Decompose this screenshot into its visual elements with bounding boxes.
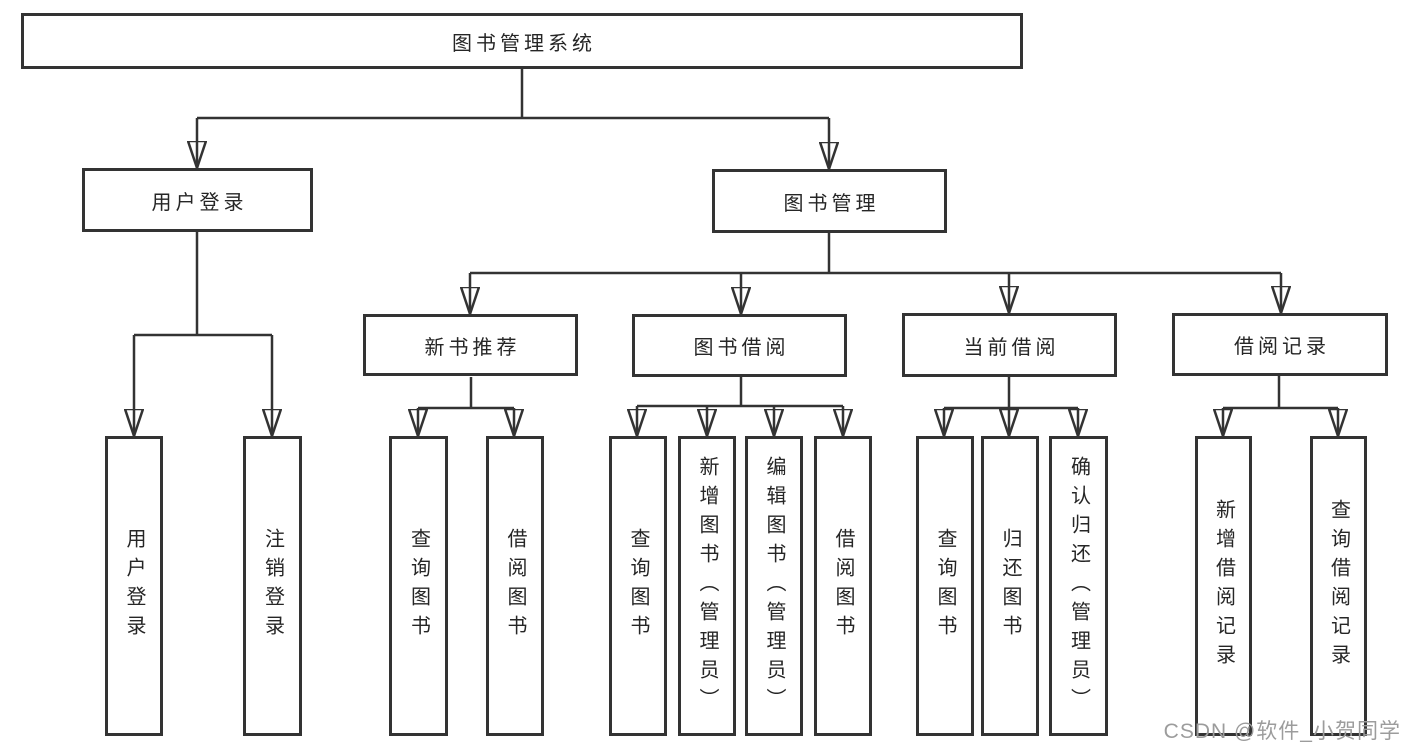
node-user-login: 用户登录 — [82, 168, 313, 232]
leaf-user-login-label: 用户登录 — [123, 528, 145, 644]
leaf-search-books-recommend: 查询图书 — [389, 436, 448, 736]
connector-borrow-to-leaves — [637, 377, 843, 436]
node-book-borrowing-label: 图书借阅 — [693, 337, 790, 359]
node-book-borrowing: 图书借阅 — [632, 314, 847, 377]
node-book-management: 图书管理 — [712, 169, 947, 233]
leaf-search-books-recommend-label: 查询图书 — [407, 528, 430, 644]
node-borrowing-records: 借阅记录 — [1172, 313, 1388, 376]
leaf-borrow-books-recommend-label: 借阅图书 — [504, 528, 526, 644]
connector-mgmt-to-level3 — [470, 233, 1281, 314]
leaf-logout-label: 注销登录 — [261, 528, 284, 644]
node-borrowing-records-label: 借阅记录 — [1234, 336, 1330, 358]
node-current-borrowing: 当前借阅 — [902, 313, 1117, 377]
leaf-confirm-return-admin: 确认归还（管理员） — [1049, 436, 1108, 736]
leaf-search-borrow-record-label: 查询借阅记录 — [1327, 499, 1350, 673]
connector-login-to-leaves — [134, 232, 272, 436]
leaf-borrow-books-recommend: 借阅图书 — [486, 436, 544, 736]
leaf-borrow-books-label: 借阅图书 — [832, 528, 854, 644]
leaf-add-borrow-record: 新增借阅记录 — [1195, 436, 1252, 736]
leaf-return-books: 归还图书 — [981, 436, 1039, 736]
leaf-search-books-current-label: 查询图书 — [934, 528, 956, 644]
leaf-add-books-admin: 新增图书（管理员） — [678, 436, 736, 736]
node-new-book-recommend: 新书推荐 — [363, 314, 578, 376]
connector-record-to-leaves — [1223, 376, 1338, 436]
leaf-search-borrow-record: 查询借阅记录 — [1310, 436, 1367, 736]
leaf-edit-books-admin: 编辑图书（管理员） — [745, 436, 803, 736]
node-user-login-label: 用户登录 — [151, 191, 248, 214]
node-root-label: 图书管理系统 — [452, 32, 596, 55]
leaf-logout: 注销登录 — [243, 436, 302, 736]
node-book-management-label: 图书管理 — [783, 192, 880, 215]
leaf-search-books-borrowing: 查询图书 — [609, 436, 667, 736]
connector-current-to-leaves — [944, 377, 1078, 436]
leaf-user-login: 用户登录 — [105, 436, 163, 736]
node-root-system: 图书管理系统 — [21, 13, 1023, 69]
csdn-watermark: CSDN @软件_小贺同学 — [1163, 720, 1401, 743]
node-new-book-recommend-label: 新书推荐 — [424, 336, 521, 359]
leaf-add-borrow-record-label: 新增借阅记录 — [1212, 499, 1235, 673]
leaf-add-books-admin-label: 新增图书（管理员） — [696, 455, 718, 717]
leaf-search-books-current: 查询图书 — [916, 436, 974, 736]
connector-root-to-level2 — [197, 69, 829, 169]
leaf-edit-books-admin-label: 编辑图书（管理员） — [763, 455, 785, 717]
leaf-return-books-label: 归还图书 — [999, 528, 1021, 644]
leaf-borrow-books: 借阅图书 — [814, 436, 872, 736]
leaf-search-books-borrowing-label: 查询图书 — [627, 528, 649, 644]
node-current-borrowing-label: 当前借阅 — [963, 336, 1060, 359]
connector-newbook-to-leaves — [418, 377, 514, 436]
leaf-confirm-return-admin-label: 确认归还（管理员） — [1067, 455, 1090, 717]
